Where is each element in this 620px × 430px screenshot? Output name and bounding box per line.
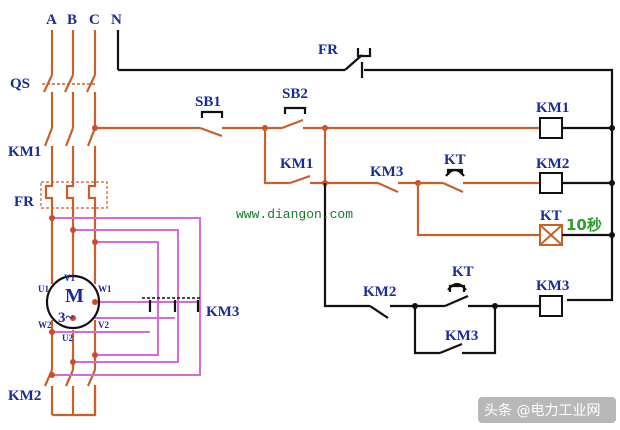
label-w2: W2 [38,320,52,330]
watermark: 头条 @电力工业网 [478,397,616,423]
label-km1-coil: KM1 [536,100,569,116]
label-km2-coil: KM2 [536,156,569,172]
label-phase-b: B [67,12,77,28]
label-km3-coil: KM3 [536,278,569,294]
label-u1: U1 [38,284,49,294]
main-circuit [40,30,108,417]
label-kt-no: KT [452,264,474,280]
motor [45,274,101,330]
label-km1-main: KM1 [8,144,41,160]
label-u2: U2 [62,333,73,343]
label-sb1: SB1 [195,94,221,110]
label-phase-c: C [89,12,100,28]
label-km2-main: KM2 [8,388,41,404]
label-km3-nc: KM3 [370,164,403,180]
label-sb2: SB2 [282,86,308,102]
label-km3-hold: KM3 [445,328,478,344]
label-fr-main: FR [14,194,34,210]
label-kt-time: 10秒 [566,216,602,234]
label-fr-ctrl: FR [318,42,338,58]
label-km2-hold: KM2 [363,284,396,300]
label-km3-star: KM3 [206,304,239,320]
text-labels: A B C N QS KM1 FR KM2 M 3~ U1 V1 W1 W2 U… [8,12,602,404]
control-circuit [95,30,615,355]
label-qs: QS [10,76,30,92]
label-kt-coil: KT [540,208,562,224]
junction-dots [49,125,98,378]
label-v2: V2 [98,320,109,330]
star-delta-wiring [52,217,201,376]
watermark-text: 头条 @电力工业网 [484,402,600,419]
label-motor-3: 3~ [58,310,74,326]
label-neutral: N [111,12,122,28]
label-km1-hold: KM1 [280,156,313,172]
label-v1: V1 [64,273,75,283]
label-w1: W1 [98,284,112,294]
label-kt-nc: KT [444,152,466,168]
label-phase-a: A [46,12,57,28]
website-text: www.diangon.com [236,207,353,222]
label-motor-m: M [65,285,84,307]
